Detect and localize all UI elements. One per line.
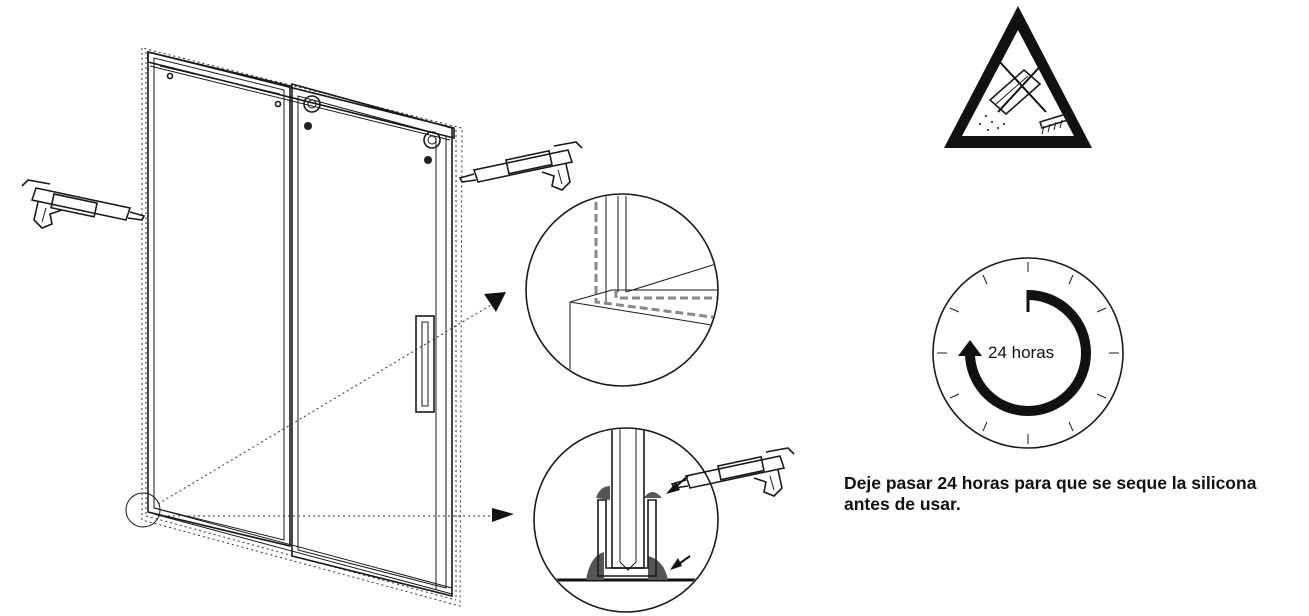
- door-handle: [415, 315, 435, 413]
- shower-door-assembly: [125, 47, 463, 607]
- callout-lines: [157, 292, 514, 522]
- no-abrasive-cleaner-warning-icon: [944, 6, 1092, 148]
- channel-detail-circle: [533, 427, 719, 613]
- roller-right: [423, 131, 441, 149]
- clock-24h-icon: 24 horas: [932, 257, 1124, 449]
- drying-instruction: Deje pasar 24 horas para que se seque la…: [844, 473, 1257, 514]
- roller-left: [303, 95, 321, 113]
- fixed-panel: [147, 50, 291, 548]
- corner-callout: [125, 492, 161, 528]
- corner-detail-circle: [525, 193, 719, 387]
- clock-label: 24 horas: [988, 343, 1054, 362]
- caulk-gun-icon: [459, 141, 583, 191]
- sliding-door: [291, 82, 453, 598]
- caulk-gun-icon: [21, 179, 145, 229]
- silicone-outline: [141, 47, 463, 607]
